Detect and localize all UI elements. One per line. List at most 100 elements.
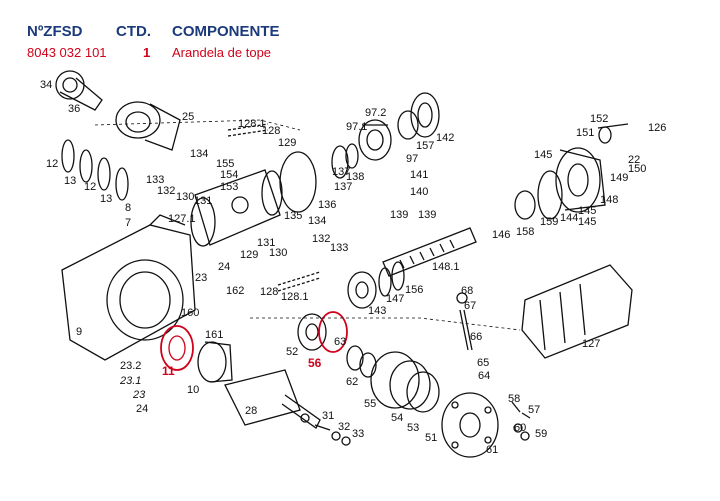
part-bearing-142 [410, 92, 440, 138]
part-pump-127 [521, 264, 633, 359]
part-cover-51 [441, 392, 499, 458]
callout-97-2: 97.2 [365, 107, 386, 119]
callout-137: 137 [332, 166, 350, 178]
part-cover-148 [555, 147, 606, 213]
ring-53 [406, 371, 440, 413]
part-flange-34-36 [55, 70, 103, 111]
callout-67: 67 [464, 300, 476, 312]
part-washer-151 [598, 126, 612, 144]
callout-53: 53 [407, 422, 419, 434]
part-plug-68 [456, 292, 468, 304]
callout-131: 131 [194, 195, 212, 207]
part-bolt-152 [597, 123, 629, 129]
callout-25: 25 [182, 111, 194, 123]
part-screw-58 [511, 401, 521, 413]
part-pin-31 [314, 424, 331, 431]
callout-151: 151 [576, 127, 594, 139]
leader-line-middle [250, 317, 521, 331]
callout-139: 139 [418, 209, 436, 221]
ring-138 [345, 143, 359, 169]
callout-127-1: 127.1 [168, 213, 196, 225]
callout-labels: 343625128.112812997.297.1142152126151157… [40, 79, 666, 456]
callout-157: 157 [416, 140, 434, 152]
callout-142: 142 [436, 132, 454, 144]
callout-154: 154 [220, 169, 238, 181]
part-shaft-148-1 [382, 227, 477, 277]
ring-63 [346, 345, 364, 371]
callout-28: 28 [245, 405, 257, 417]
callout-68: 68 [461, 285, 473, 297]
part-thrust-washer-56 [318, 311, 348, 353]
callout-133: 133 [330, 242, 348, 254]
ring-159 [537, 170, 563, 220]
chain-128-1-top [227, 123, 269, 137]
callout-129: 129 [278, 137, 296, 149]
callout-136: 136 [318, 199, 336, 211]
ring-62 [359, 352, 377, 378]
callout-23-2: 23.2 [120, 360, 141, 372]
callout-133: 133 [146, 174, 164, 186]
part-valve-66 [459, 309, 473, 351]
callout-65: 65 [477, 357, 489, 369]
ring-137a [331, 145, 349, 179]
callout-146: 146 [492, 229, 510, 241]
callout-145: 145 [578, 205, 596, 217]
callout-51: 51 [425, 432, 437, 444]
callout-129: 129 [240, 249, 258, 261]
part-bearing-10 [197, 341, 233, 383]
callout-127: 127 [582, 338, 600, 350]
callout-139: 139 [390, 209, 408, 221]
callout-153: 153 [220, 181, 238, 193]
part-washer-59 [520, 431, 530, 441]
ring-13b [115, 167, 129, 201]
ring-157 [397, 110, 419, 140]
component-name-value: Arandela de tope [172, 45, 272, 60]
ring-12b [97, 157, 111, 191]
callout-140: 140 [410, 186, 428, 198]
part-number-value: 8043 032 101 [27, 45, 107, 60]
parts-header: NºZFSD CTD. COMPONENTE 8043 032 101 1 Ar… [0, 0, 720, 70]
ring-136 [279, 151, 317, 213]
callout-149: 149 [610, 172, 628, 184]
callout-63: 63 [334, 336, 346, 348]
part-ring-32 [331, 431, 341, 441]
callout-144: 144 [560, 212, 578, 224]
part-bearing-158 [514, 190, 536, 220]
column-header-quantity: CTD. [116, 23, 151, 40]
callout-132: 132 [157, 185, 175, 197]
callout-59: 59 [535, 428, 547, 440]
callout-158: 158 [516, 226, 534, 238]
callout-31: 31 [322, 410, 334, 422]
callout-160: 160 [181, 307, 199, 319]
callout-32: 32 [338, 421, 350, 433]
callout-12: 12 [46, 158, 58, 170]
callout-137: 137 [334, 181, 352, 193]
leader-line-top [94, 119, 301, 131]
part-cylinder-127-1 [190, 169, 283, 247]
callout-23: 23 [132, 389, 146, 401]
part-bearing-52 [297, 313, 327, 351]
callout-141: 141 [410, 169, 428, 181]
callout-126: 126 [648, 122, 666, 134]
part-screw-57 [521, 412, 531, 419]
callout-56: 56 [308, 356, 322, 370]
part-shaft-28 [224, 369, 321, 429]
callout-145: 145 [578, 216, 596, 228]
callout-57: 57 [528, 404, 540, 416]
column-header-component: COMPONENTE [172, 23, 280, 40]
callout-156: 156 [405, 284, 423, 296]
column-header-part-number: NºZFSD [27, 23, 83, 40]
callout-10: 10 [187, 384, 199, 396]
callout-128: 128 [260, 286, 278, 298]
callout-128: 128 [262, 125, 280, 137]
callout-134: 134 [190, 148, 208, 160]
callout-60: 60 [514, 422, 526, 434]
callout-97-1: 97.1 [346, 121, 367, 133]
callout-152: 152 [590, 113, 608, 125]
callout-145: 145 [534, 149, 552, 161]
callout-128-1: 128.1 [281, 291, 309, 303]
part-bearing-97 [358, 119, 392, 161]
callout-135: 135 [284, 210, 302, 222]
part-washer-60 [513, 423, 523, 433]
callout-130: 130 [269, 247, 287, 259]
